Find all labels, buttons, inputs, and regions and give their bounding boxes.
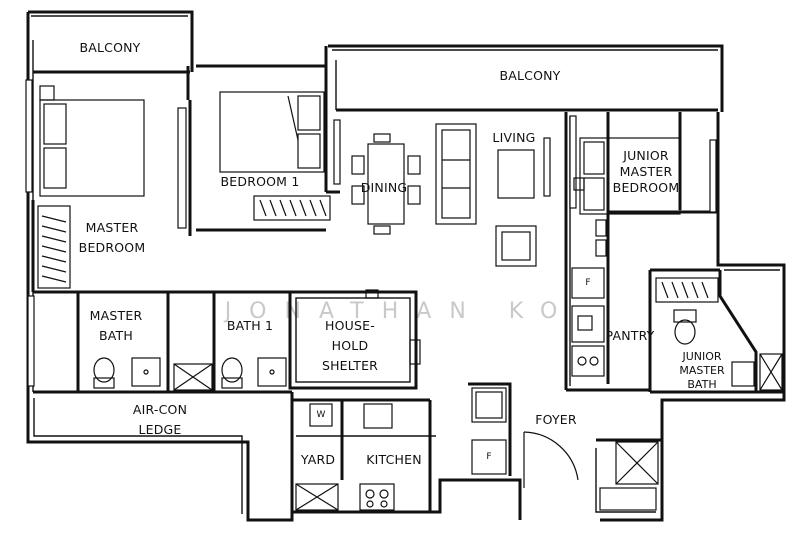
master-bed — [39, 85, 145, 197]
kitchen-label: KITCHEN — [366, 452, 422, 467]
foyer-fridge-mark: F — [486, 452, 491, 462]
master-wardrobe — [37, 205, 71, 289]
room-labels: BALCONY BALCONY BEDROOM 1 DINING LIVING … — [79, 40, 725, 467]
household-shelter-label-2: HOLD — [332, 338, 369, 353]
balcony-right-label: BALCONY — [499, 68, 560, 83]
foyer-fixtures: F — [471, 387, 659, 511]
bath1-fixtures — [173, 357, 287, 391]
junior-master-bedroom-label-2: MASTER — [620, 164, 673, 179]
outer-walls — [26, 10, 786, 522]
master-bedroom-label-1: MASTER — [86, 220, 139, 235]
junior-wardrobe — [655, 277, 719, 303]
junior-bath-fixtures — [673, 309, 783, 391]
master-bath-fixtures — [93, 357, 161, 389]
junior-master-bath-label-3: BATH — [687, 378, 716, 391]
dining-label: DINING — [361, 180, 408, 195]
pantry-fixtures: F — [571, 219, 607, 377]
aircon-ledge-label-2: LEDGE — [138, 422, 181, 437]
bedroom1-bed — [219, 91, 331, 221]
internal-walls — [31, 46, 784, 512]
junior-master-bath-label-1: JUNIOR — [681, 350, 721, 363]
balcony-left-label: BALCONY — [79, 40, 140, 55]
aircon-ledge-label-1: AIR-CON — [133, 402, 187, 417]
windows — [25, 79, 717, 387]
foyer-label: FOYER — [535, 412, 577, 427]
master-bath-label-2: BATH — [99, 328, 133, 343]
dining-table — [351, 133, 421, 235]
household-shelter-label-1: HOUSE- — [325, 318, 375, 333]
pantry-fridge-mark: F — [585, 278, 590, 288]
junior-master-bath-label-2: MASTER — [679, 364, 725, 377]
living-label: LIVING — [492, 130, 535, 145]
bedroom1-label: BEDROOM 1 — [221, 174, 300, 189]
watermark: JONATHAN KO — [223, 299, 576, 324]
bath1-label: BATH 1 — [227, 318, 273, 333]
shelter-door — [365, 289, 421, 365]
washer-mark: W — [317, 410, 326, 420]
junior-master-bedroom-label-3: BEDROOM — [613, 180, 680, 195]
master-bath-label-1: MASTER — [90, 308, 143, 323]
junior-master-bedroom-label-1: JUNIOR — [622, 148, 669, 163]
master-bedroom-label-2: BEDROOM — [79, 240, 146, 255]
household-shelter-label-3: SHELTER — [322, 358, 378, 373]
kitchen-fixtures: W — [295, 403, 395, 511]
junior-master-bed — [573, 137, 681, 215]
yard-label: YARD — [300, 452, 335, 467]
pantry-label: PANTRY — [606, 328, 655, 343]
living-furniture — [435, 123, 537, 267]
